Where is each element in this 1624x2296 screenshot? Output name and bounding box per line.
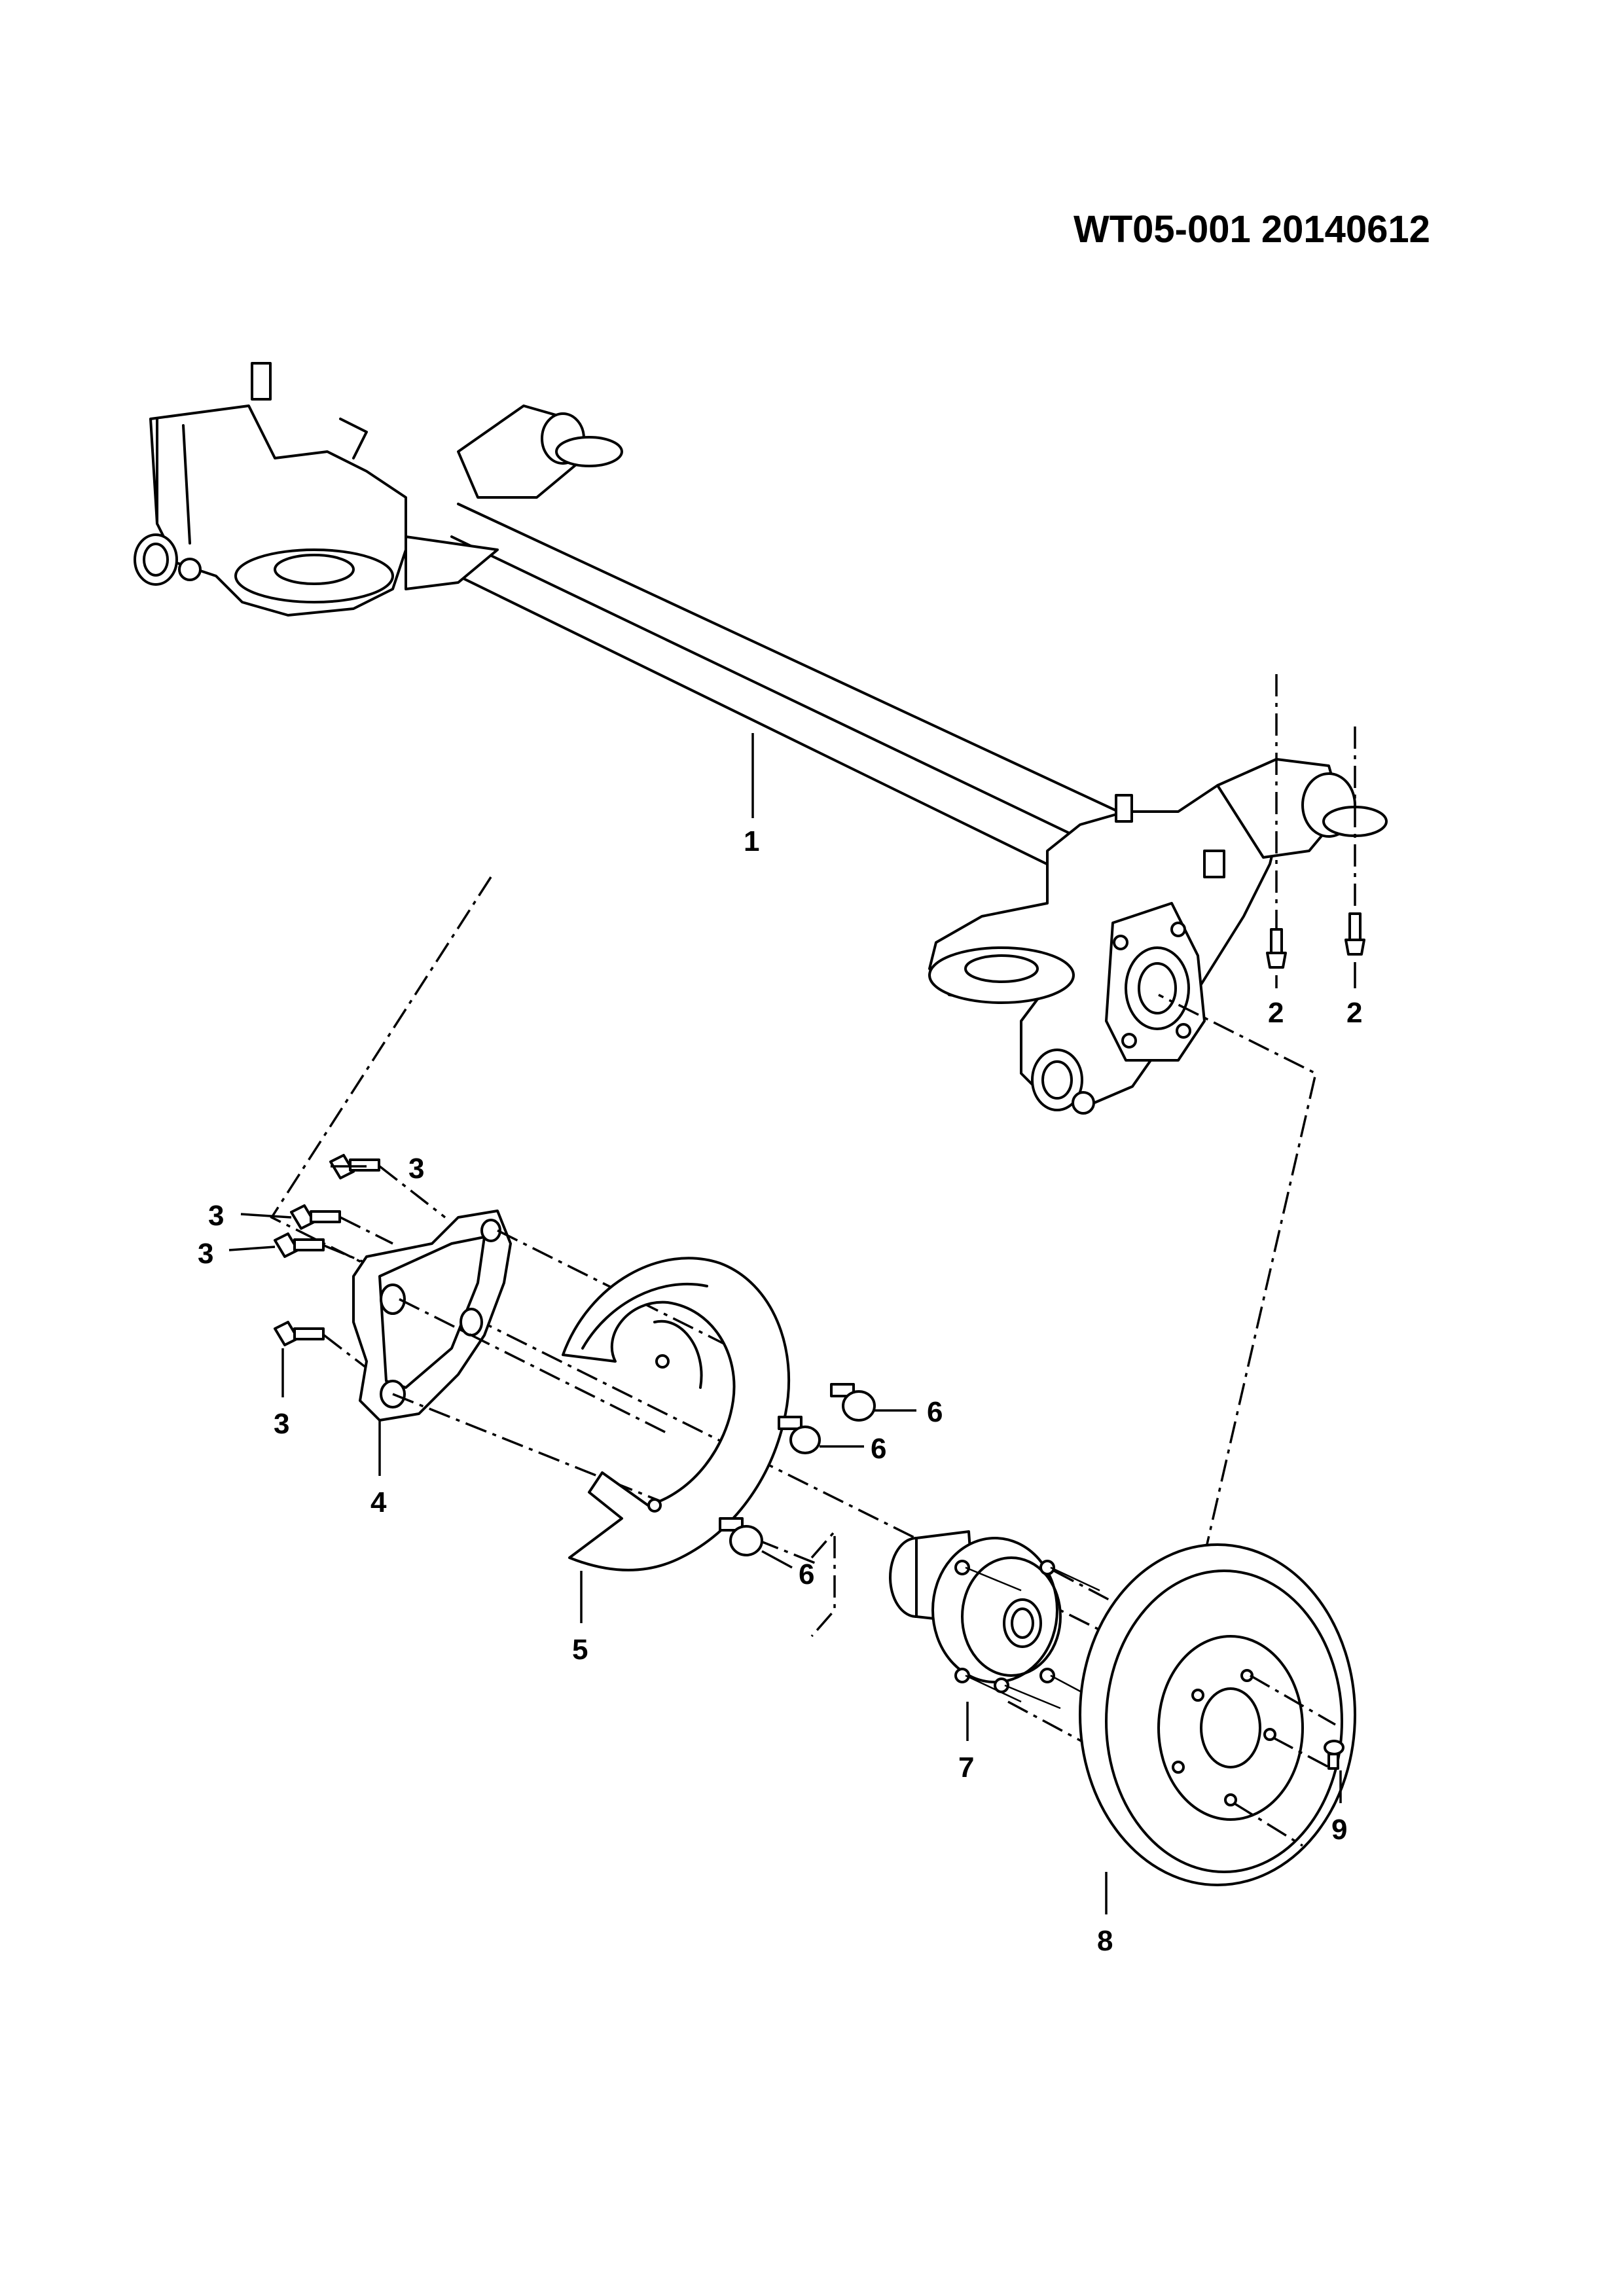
callout-3-low: 3 [198, 1238, 213, 1270]
document-id: WT05-001 20140612 [1074, 208, 1430, 251]
callout-6-mid: 6 [871, 1433, 886, 1465]
axle-mounting-bolts [1266, 674, 1365, 969]
callout-2-left: 2 [1268, 997, 1284, 1029]
bracket-bolts [274, 1154, 446, 1369]
callout-5: 5 [572, 1634, 588, 1666]
callout-3-top: 3 [408, 1153, 424, 1185]
disc-retaining-screw [1324, 1740, 1344, 1770]
hub-bearing [889, 1530, 1329, 1847]
callout-9: 9 [1331, 1814, 1347, 1846]
caliper-bracket [352, 1210, 819, 1566]
callout-2-right: 2 [1346, 997, 1362, 1029]
callout-1: 1 [744, 825, 759, 857]
callout-6-bottom: 6 [799, 1558, 814, 1590]
callout-3-bottom: 3 [274, 1408, 289, 1440]
callout-6-top: 6 [927, 1396, 943, 1428]
callout-4: 4 [370, 1486, 387, 1518]
callout-7: 7 [958, 1751, 974, 1784]
rear-axle-beam [134, 362, 1388, 1115]
callout-8: 8 [1097, 1925, 1113, 1957]
callout-3-mid: 3 [208, 1200, 224, 1232]
dust-shield [562, 1257, 791, 1571]
flange-nuts [719, 1383, 876, 1556]
brake-disc [1079, 1543, 1356, 1886]
